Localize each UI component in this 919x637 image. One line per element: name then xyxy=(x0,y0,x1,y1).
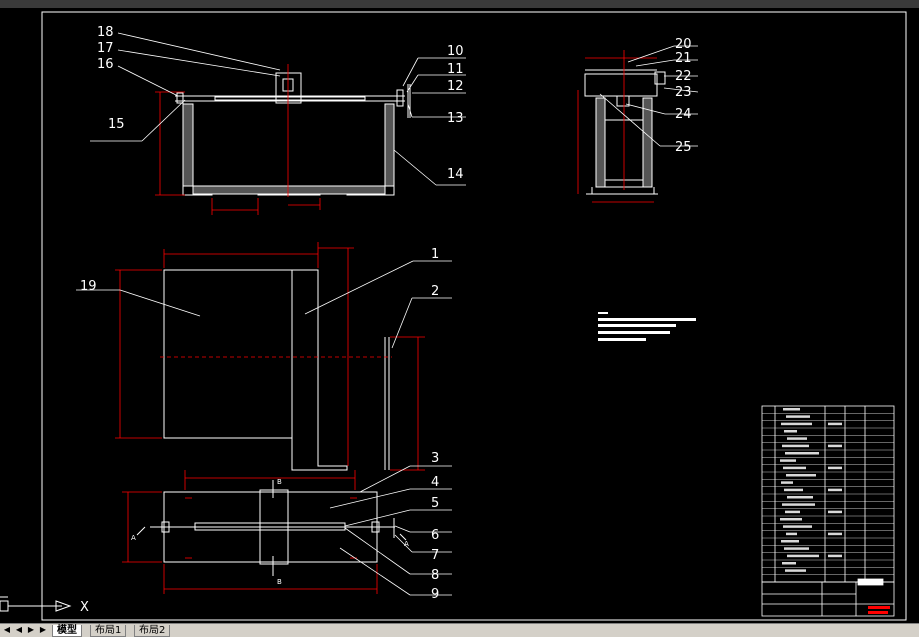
callout-21: 21 xyxy=(675,51,692,66)
parts-list-cell-text xyxy=(784,488,803,492)
parts-list-cell-text xyxy=(780,459,796,462)
plan-view-leaders xyxy=(76,260,452,349)
parts-list-cell-text xyxy=(828,488,842,492)
parts-list-cell-text xyxy=(781,422,812,426)
parts-list-cell-text xyxy=(786,474,816,477)
tab-first-arrow-icon[interactable]: ◀ xyxy=(3,625,11,634)
title-block xyxy=(761,578,895,617)
tab-layout1[interactable]: 布局1 xyxy=(90,625,127,637)
callout-8: 8 xyxy=(431,568,439,583)
front-view-leaders xyxy=(90,32,466,186)
callout-24: 24 xyxy=(675,107,692,122)
ucs-x-label: X xyxy=(80,600,89,615)
top-view-dimensions xyxy=(122,470,378,594)
callout-5: 5 xyxy=(431,496,439,511)
callout-13: 13 xyxy=(447,111,464,126)
parts-list-cell-text xyxy=(828,444,842,448)
side-view-leaders xyxy=(599,45,699,147)
toolbar-strip xyxy=(0,0,919,8)
callout-25: 25 xyxy=(675,140,692,155)
callout-19: 19 xyxy=(80,279,97,294)
top-view xyxy=(136,480,407,576)
callout-18: 18 xyxy=(97,25,114,40)
technical-notes xyxy=(598,312,696,341)
section-mark-b-bottom: B xyxy=(277,578,282,586)
callout-9: 9 xyxy=(431,587,439,602)
callout-15: 15 xyxy=(108,117,125,132)
tab-model[interactable]: 模型 xyxy=(52,625,82,637)
parts-list-rows xyxy=(762,413,894,575)
callout-4: 4 xyxy=(431,475,439,490)
ucs-icon xyxy=(0,596,72,612)
parts-list-text xyxy=(780,408,842,572)
parts-list-cell-text xyxy=(786,415,810,418)
callout-14: 14 xyxy=(447,167,464,182)
tab-last-arrow-icon[interactable]: ▶ xyxy=(39,625,47,634)
front-section-view xyxy=(175,72,411,196)
parts-list-cell-text xyxy=(828,466,842,470)
callout-16: 16 xyxy=(97,57,114,72)
callout-3: 3 xyxy=(431,451,439,466)
parts-list-cell-text xyxy=(783,525,812,528)
parts-list-cell-text xyxy=(828,422,842,426)
tab-next-arrow-icon[interactable]: ▶ xyxy=(27,625,35,634)
callout-12: 12 xyxy=(447,79,464,94)
callout-23: 23 xyxy=(675,85,692,100)
callout-1: 1 xyxy=(431,247,439,262)
parts-list-cell-text xyxy=(785,569,806,572)
callout-20: 20 xyxy=(675,37,692,52)
plan-view-dimensions xyxy=(115,242,425,471)
parts-list-cell-text xyxy=(785,510,800,514)
parts-list-cell-text xyxy=(782,503,815,506)
parts-list-cell-text xyxy=(783,466,806,470)
callout-11: 11 xyxy=(447,62,464,77)
tab-prev-arrow-icon[interactable]: ◀ xyxy=(15,625,23,634)
parts-list-cell-text xyxy=(782,444,809,448)
parts-list-cell-text xyxy=(784,430,797,433)
parts-list-cell-text xyxy=(828,532,842,536)
callout-10: 10 xyxy=(447,44,464,59)
parts-list-cell-text xyxy=(782,562,796,565)
callout-7: 7 xyxy=(431,548,439,563)
top-view-leaders xyxy=(329,465,452,596)
parts-list-cell-text xyxy=(780,518,802,521)
section-mark-a-right: A xyxy=(404,540,409,548)
parts-list-cell-text xyxy=(786,532,797,536)
parts-list-cell-text xyxy=(787,437,807,440)
callout-17: 17 xyxy=(97,41,114,56)
parts-list-cell-text xyxy=(828,554,842,558)
parts-list-cell-text xyxy=(783,408,800,411)
drawing-border xyxy=(41,11,907,621)
layout-tab-bar: ◀ ◀ ▶ ▶ 模型 布局1 布局2 xyxy=(0,623,919,637)
parts-list-cell-text xyxy=(828,510,842,514)
tab-layout2[interactable]: 布局2 xyxy=(134,625,171,637)
section-mark-a-left: A xyxy=(131,534,136,542)
side-view-dimensions xyxy=(577,50,657,203)
parts-list-cell-text xyxy=(781,481,793,484)
section-mark-b-top: B xyxy=(277,478,282,486)
parts-list-cell-text xyxy=(785,452,819,455)
parts-list-cell-text xyxy=(787,496,813,499)
parts-list-cell-text xyxy=(787,554,819,558)
side-section-view xyxy=(584,69,666,195)
drawing-canvas[interactable]: 18 17 16 15 10 11 12 13 14 20 21 22 23 2… xyxy=(0,8,919,623)
parts-list-cell-text xyxy=(784,547,809,550)
callout-22: 22 xyxy=(675,69,692,84)
parts-list-cell-text xyxy=(781,540,799,543)
callout-2: 2 xyxy=(431,284,439,299)
callout-6: 6 xyxy=(431,528,439,543)
plan-view xyxy=(163,269,390,471)
front-view-dimensions xyxy=(155,64,321,215)
